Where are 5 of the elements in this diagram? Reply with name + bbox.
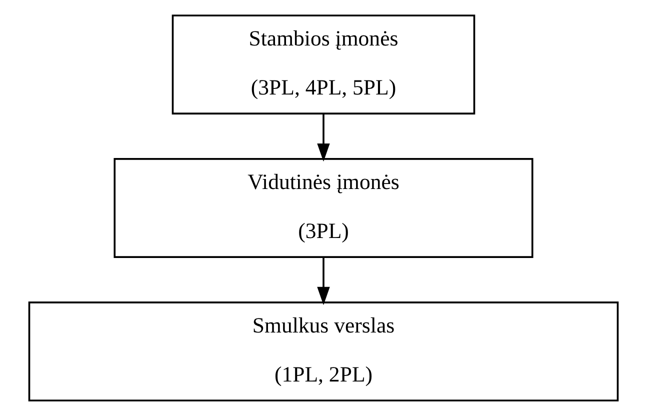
node-box: Stambios įmonės (3PL, 4PL, 5PL): [172, 14, 476, 114]
arrow: [317, 257, 330, 306]
node-box: Smulkus verslas (1PL, 2PL): [28, 302, 619, 402]
arrow: [317, 114, 330, 162]
node-box: Vidutinės įmonės (3PL): [114, 158, 534, 258]
